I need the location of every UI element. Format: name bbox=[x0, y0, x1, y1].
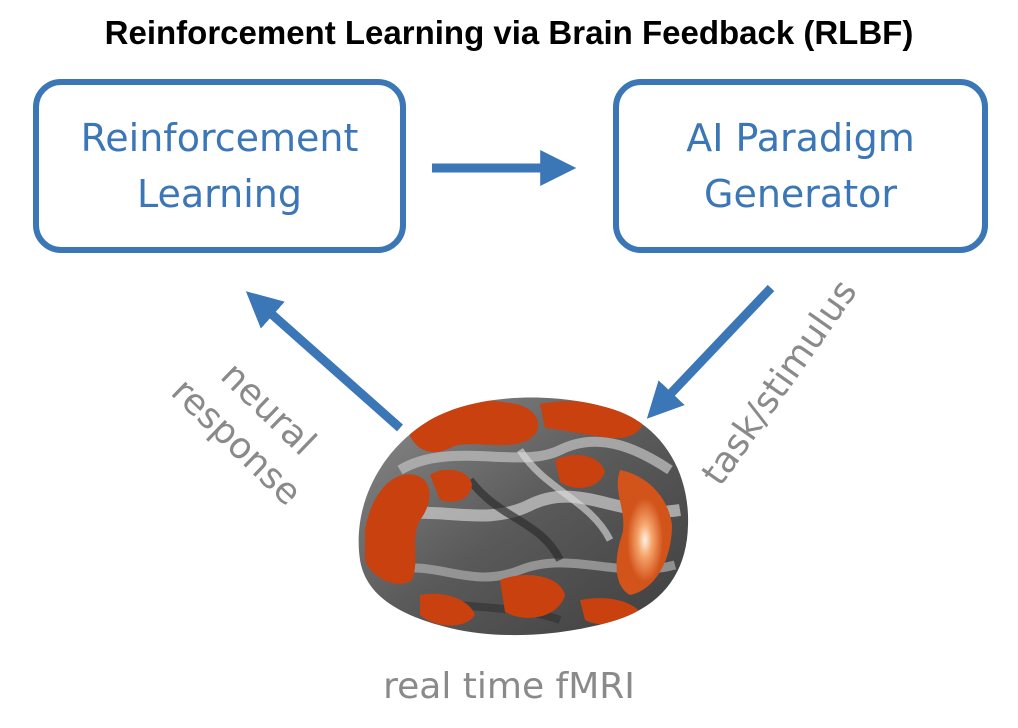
arrow-generator-to-brain bbox=[646, 284, 775, 419]
arrow-brain-to-rl bbox=[245, 291, 403, 432]
real-time-fmri-label: real time fMRI bbox=[383, 666, 635, 707]
reinforcement-learning-label-line1: Reinforcement bbox=[80, 116, 359, 160]
brain-image bbox=[358, 397, 689, 636]
ai-paradigm-generator-label-line1: AI Paradigm bbox=[686, 116, 915, 160]
reinforcement-learning-box: Reinforcement Learning bbox=[33, 79, 406, 253]
diagram-title: Reinforcement Learning via Brain Feedbac… bbox=[104, 14, 914, 51]
ai-paradigm-generator-box: AI Paradigm Generator bbox=[613, 79, 988, 253]
ai-paradigm-generator-label-line2: Generator bbox=[704, 172, 897, 216]
reinforcement-learning-label-line2: Learning bbox=[137, 172, 302, 216]
